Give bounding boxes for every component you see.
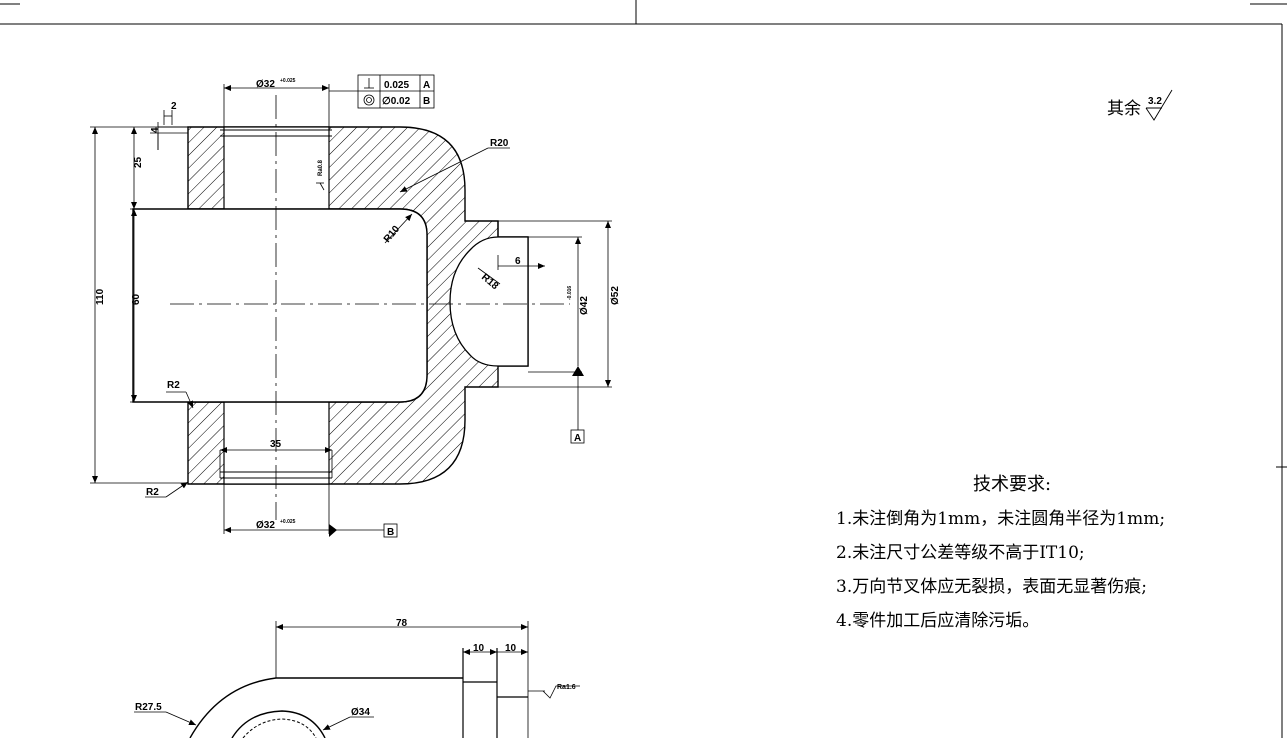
tech-requirement-4: 4.零件加工后应清除污垢。 (836, 611, 1039, 631)
tech-requirements-title: 技术要求: (973, 474, 1051, 495)
dim-r2-top: R2 (167, 380, 180, 391)
tech-requirement-3: 3.万向节叉体应无裂损，表面无显著伤痕; (836, 577, 1147, 597)
datum-a: A (574, 433, 581, 444)
dim-r20: R20 (490, 138, 509, 149)
dim-bore-top-tol: +0.025 (280, 78, 296, 84)
dim-25: 25 (133, 156, 144, 168)
dim-34: Ø34 (351, 707, 370, 718)
dim-60: 60 (131, 293, 142, 305)
dim-52: Ø52 (610, 286, 621, 305)
dim-chamfer-w: 2 (171, 101, 177, 112)
dim-bore-top: Ø32 (256, 79, 275, 90)
dim-35: 35 (270, 439, 282, 450)
dim-10b: 10 (505, 643, 517, 654)
roughness-bore: Ra0.8 (318, 159, 324, 176)
section-view-lower (134, 621, 580, 738)
dim-42: Ø42 (579, 296, 590, 315)
dim-chamfer-h: 4 (150, 127, 161, 133)
dim-r2-bottom: R2 (146, 487, 159, 498)
roughness-face: Ra1.6 (557, 684, 576, 691)
tolerance-value-2: ∅0.02 (382, 96, 411, 107)
tolerance-datum-1: A (423, 80, 430, 91)
tolerance-datum-2: B (423, 96, 430, 107)
tolerance-value-1: 0.025 (384, 80, 409, 91)
dim-110: 110 (95, 288, 106, 305)
roughness-label: 其余 (1107, 99, 1141, 119)
dim-bore-bottom-tol: +0.025 (280, 519, 296, 525)
tech-requirement-2: 2.未注尺寸公差等级不高于IT10; (836, 543, 1085, 563)
tolerance-frames (329, 74, 435, 109)
general-roughness: 其余 3.2 (1107, 89, 1173, 121)
dimension-lines (90, 84, 612, 534)
section-view-main (132, 95, 570, 520)
dim-6: 6 (515, 256, 521, 267)
dim-78: 78 (396, 618, 408, 629)
dim-bore-bottom: Ø32 (256, 520, 275, 531)
dim-42-tol: -0.016 (567, 286, 573, 300)
roughness-value: 3.2 (1148, 96, 1162, 107)
dim-r27-5: R27.5 (135, 702, 162, 713)
tech-requirements: 技术要求: 1.未注倒角为1mm，未注圆角半径为1mm; 2.未注尺寸公差等级不… (836, 474, 1165, 631)
dimension-texts: Ø32 +0.025 2 4 25 110 60 R20 R10 R18 6 Ø… (95, 78, 621, 531)
dim-10a: 10 (473, 643, 485, 654)
tech-requirement-1: 1.未注倒角为1mm，未注圆角半径为1mm; (836, 509, 1165, 529)
datum-b: B (387, 527, 394, 538)
